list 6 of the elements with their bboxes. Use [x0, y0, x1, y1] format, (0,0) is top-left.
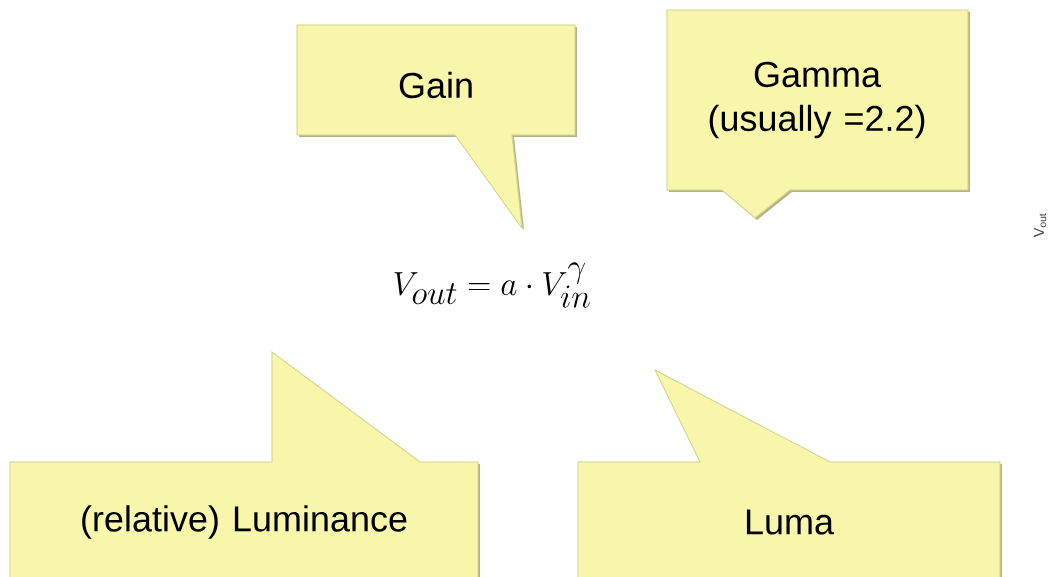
axis-label: V$_{out}$	[1033, 213, 1047, 238]
callout-box: Luma	[577, 368, 1002, 577]
formula: $V_{out} = a\cdot V_{in}^{\gamma}$	[394, 262, 590, 308]
callout-box: Gamma (usually =2.2)	[666, 9, 970, 220]
callout-box: Gain	[296, 24, 577, 230]
callout-box: (relative) Luminance	[9, 350, 480, 577]
